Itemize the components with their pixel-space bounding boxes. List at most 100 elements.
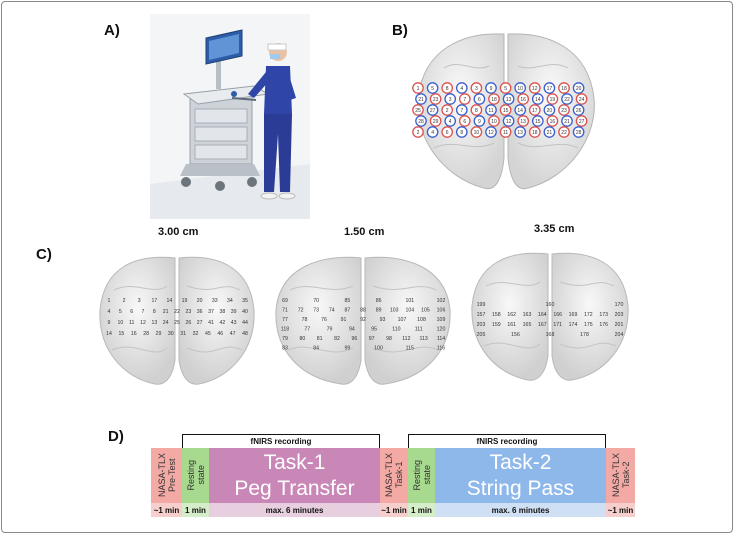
channel-label: 158 (492, 312, 501, 318)
svg-text:21: 21 (418, 97, 424, 103)
block-resting-2: Resting state (408, 448, 435, 503)
montage-optode: 6 (458, 115, 471, 127)
channel-label: 178 (580, 332, 589, 338)
svg-text:20: 20 (547, 108, 553, 114)
montage-optode: 29 (429, 115, 442, 127)
montage-optode: 16 (517, 93, 530, 105)
channel-label: 23 (185, 309, 191, 315)
channel-label: 26 (185, 320, 191, 326)
channel-label: 166 (553, 312, 562, 318)
distance-label-2: 1.50 cm (344, 226, 385, 238)
montage-optode: 12 (528, 82, 541, 94)
svg-text:14: 14 (517, 108, 523, 114)
montage-optode: 7 (458, 93, 471, 105)
channel-label: 48 (242, 331, 248, 337)
montage-optode: 22 (561, 93, 573, 105)
channel-label: 168 (546, 332, 555, 338)
montage-optode: 4 (444, 115, 457, 127)
block-task2-label: Task-2 String Pass (466, 450, 575, 500)
channel-label: 204 (615, 332, 624, 338)
channel-label: 74 (329, 308, 335, 314)
channel-label: 115 (406, 346, 414, 352)
channel-label: 97 (369, 336, 375, 342)
montage-optode: 15 (531, 115, 544, 127)
svg-text:7: 7 (463, 97, 466, 103)
panel-label-c: C) (36, 246, 52, 263)
channel-label: 175 (584, 322, 593, 328)
channel-label: 156 (511, 332, 520, 338)
channel-label: 72 (298, 308, 304, 314)
montage-optode: 20 (543, 104, 556, 116)
block-nasa-task1: NASA-TLX Task-1 (380, 448, 408, 503)
channel-label: 27 (197, 320, 203, 326)
svg-text:21: 21 (564, 119, 570, 125)
svg-text:15: 15 (535, 119, 541, 125)
channel-label: 41 (208, 320, 214, 326)
channel-label: 160 (546, 302, 555, 308)
svg-text:9: 9 (490, 86, 493, 92)
montage-optode: 6 (441, 126, 454, 138)
montage-optode: 1 (412, 82, 424, 94)
montage-optode: 14 (514, 104, 527, 116)
surgeon-illustration (150, 14, 310, 219)
channel-label: 96 (351, 336, 357, 342)
channel-label: 78 (302, 317, 308, 323)
channel-label: 15 (118, 331, 124, 337)
time-nasa-pretest: ~1 min (151, 503, 182, 517)
channel-label: 69 (282, 298, 288, 304)
montage-optode: 8 (441, 82, 454, 94)
time-nasa-task2: ~1 min (606, 503, 635, 517)
channel-label: 157 (477, 312, 486, 318)
channel-label: 12 (140, 320, 146, 326)
channel-label: 173 (599, 312, 608, 318)
montage-optode: 13 (517, 115, 530, 127)
channel-label: 79 (282, 336, 288, 342)
montage-optode: 18 (488, 93, 500, 105)
channel-label: 92 (360, 317, 366, 323)
montage-optode: 21 (543, 126, 556, 138)
channel-label: 36 (197, 309, 203, 315)
channel-label: 95 (371, 327, 377, 333)
panel-label-b: B) (392, 22, 408, 39)
channel-label: 116 (437, 346, 445, 352)
montage-optode: 10 (514, 82, 527, 94)
channel-label: 1 (108, 298, 111, 304)
svg-text:11: 11 (503, 130, 508, 136)
montage-optode: 9 (473, 115, 486, 127)
svg-text:17: 17 (532, 108, 538, 114)
svg-text:4: 4 (460, 86, 463, 92)
montage-optode: 13 (502, 93, 515, 105)
channel-label: 89 (376, 308, 382, 314)
svg-text:4: 4 (449, 119, 452, 125)
channel-label: 84 (313, 346, 319, 352)
svg-text:18: 18 (532, 130, 538, 136)
channel-label: 19 (182, 298, 188, 304)
svg-text:24: 24 (579, 97, 585, 103)
channel-label: 20 (197, 298, 203, 304)
montage-optode: 12 (485, 126, 497, 138)
svg-text:10: 10 (517, 86, 523, 92)
distance-label-1: 3.00 cm (158, 226, 199, 238)
svg-text:9: 9 (478, 119, 481, 125)
svg-text:28: 28 (418, 119, 424, 125)
block-task2: Task-2 String Pass (435, 448, 606, 503)
svg-text:12: 12 (532, 86, 538, 92)
distance-label-3: 3.35 cm (534, 223, 575, 235)
svg-text:23: 23 (433, 97, 439, 103)
svg-text:16: 16 (520, 97, 526, 103)
channel-label: 76 (321, 317, 327, 323)
channel-label: 87 (345, 308, 351, 314)
channel-label: 13 (151, 320, 157, 326)
svg-text:27: 27 (430, 108, 436, 114)
channel-label: 104 (405, 308, 414, 314)
time-resting-1: 1 min (182, 503, 209, 517)
svg-text:18: 18 (561, 86, 567, 92)
channel-label: 174 (569, 322, 578, 328)
block-nasa-pretest-label: NASA-TLX Pre-Test (156, 453, 177, 498)
channel-label: 113 (420, 336, 428, 342)
channel-label: 77 (282, 317, 288, 323)
